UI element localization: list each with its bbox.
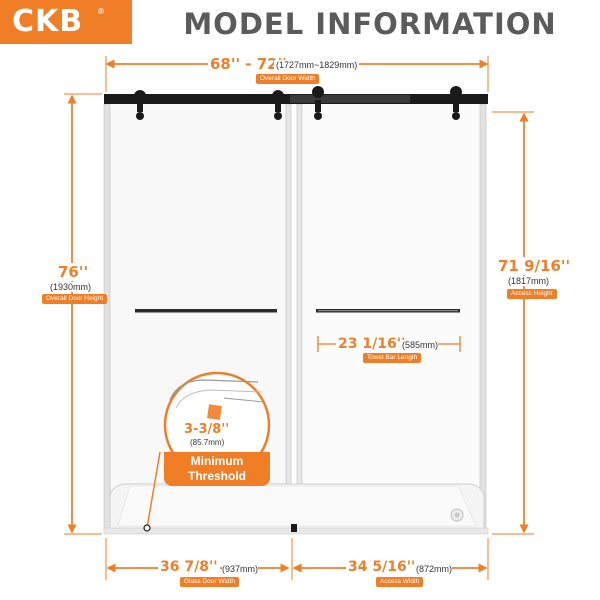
threshold-pointer-dot	[143, 524, 151, 532]
roller-4	[450, 86, 462, 98]
roller-2	[272, 90, 284, 102]
roller-bolt-4	[452, 112, 460, 120]
roller-3	[312, 86, 324, 98]
threshold-pointer	[146, 451, 161, 529]
glass-width-tag: Glass Door Width	[180, 577, 239, 587]
roller-bolt-3	[314, 112, 322, 120]
shower-base-inner	[117, 485, 477, 527]
threshold-closeup-edge-inner	[175, 389, 263, 409]
towel-bar-right-shine	[318, 310, 458, 312]
access-width-value: 34 5/16''	[346, 559, 418, 575]
roller-bolt-1	[136, 112, 144, 120]
overall-width-metric: (1727mm~1829mm)	[274, 60, 360, 70]
overall-height-metric: (1930mm)	[50, 282, 92, 292]
overall-width-tag: Overall Door Width	[256, 74, 319, 84]
access-height-tag: Access Height	[507, 289, 557, 299]
access-height-value: 71 9/16''	[498, 257, 571, 275]
frame-post-left	[103, 103, 111, 533]
towel-bar-tag: Towel Bar Length	[363, 353, 422, 363]
overall-height-tag: Overall Door Height	[42, 294, 108, 304]
panel-edge-right	[296, 103, 303, 533]
panel-edge-left	[285, 103, 292, 533]
roller-1	[134, 90, 146, 102]
access-width-metric: (872mm)	[416, 564, 453, 574]
towel-bar-value: 23 1/16''	[336, 336, 408, 352]
threshold-metric: (85.7mm)	[190, 438, 225, 447]
towel-bar-left	[135, 309, 277, 313]
roller-group	[134, 86, 462, 120]
overall-width-value: 68'' - 72''	[208, 55, 289, 73]
access-height-metric: (1817mm)	[508, 276, 550, 286]
roller-bracket-1	[137, 100, 143, 112]
glass-panel-right	[297, 95, 485, 533]
brand-logo-text: CKB	[12, 4, 84, 39]
overall-height-value: 76''	[58, 263, 89, 281]
threshold-highlight	[207, 404, 222, 420]
roller-bracket-4	[453, 100, 459, 112]
roller-bracket-3	[315, 100, 321, 112]
roller-bracket-2	[275, 100, 281, 112]
glass-width-value: 36 7/8''	[158, 559, 220, 575]
threshold-closeup-wall	[223, 397, 265, 403]
frame-post-right	[479, 103, 487, 533]
threshold-tag: Minimum Threshold	[164, 452, 270, 486]
threshold-tag-line1: Minimum	[190, 454, 244, 468]
top-rail-shine	[290, 95, 410, 103]
registered-mark: ®	[98, 7, 104, 16]
threshold-tag-line2: Threshold	[187, 469, 246, 483]
threshold-value: 3-3/8''	[184, 422, 230, 437]
glass-width-metric: (937mm)	[222, 564, 259, 574]
bottom-guide	[291, 524, 297, 532]
access-width-tag: Access Width	[376, 577, 424, 587]
threshold-closeup-edge	[169, 379, 259, 401]
page-title: MODEL INFORMATION	[183, 7, 557, 41]
towel-bar-metric: (585mm)	[402, 340, 439, 350]
roller-bolt-2	[274, 112, 282, 120]
brand-logo-box: CKB ®	[0, 0, 132, 44]
drain-center	[454, 512, 460, 518]
